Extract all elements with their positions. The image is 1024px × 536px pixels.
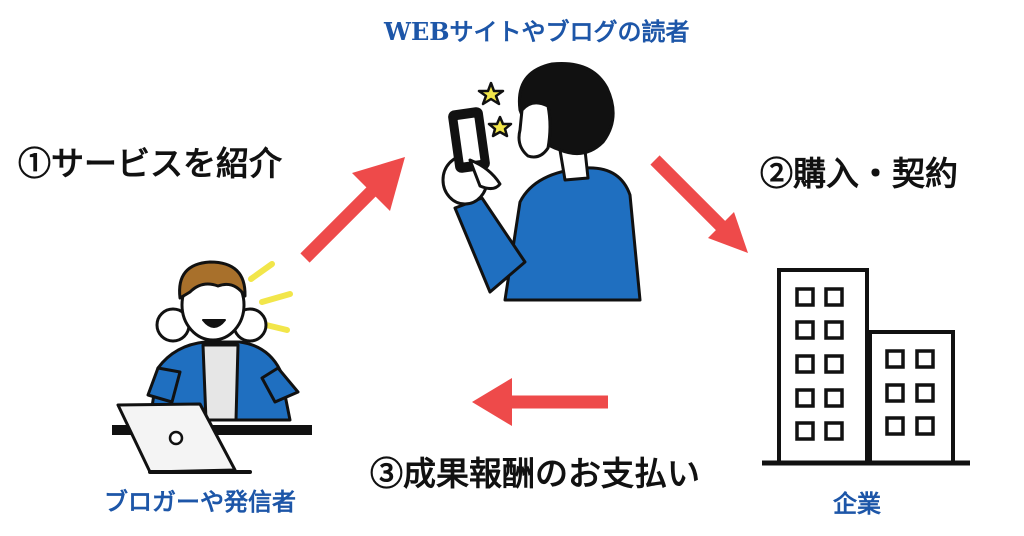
- excited-blogger-at-laptop-illustration: [112, 260, 312, 474]
- step-reward-label: ③成果報酬のお支払い: [370, 454, 700, 493]
- office-buildings-icon: [762, 268, 970, 466]
- company-label: 企業: [833, 489, 881, 518]
- arrow-company-to-blogger: [472, 378, 608, 426]
- star-icon: [477, 81, 505, 106]
- reader-with-smartphone-illustration: [441, 62, 642, 302]
- arrow-blogger-to-reader: [300, 157, 405, 263]
- step-purchase-label: ②購入・契約: [760, 154, 958, 193]
- blogger-label: ブロガーや発信者: [104, 487, 296, 516]
- reader-label: WEBサイトやブログの読者: [384, 17, 690, 46]
- arrow-reader-to-company: [650, 155, 748, 253]
- star-icon: [487, 115, 513, 138]
- step-introduce-label: ①サービスを紹介: [18, 144, 282, 183]
